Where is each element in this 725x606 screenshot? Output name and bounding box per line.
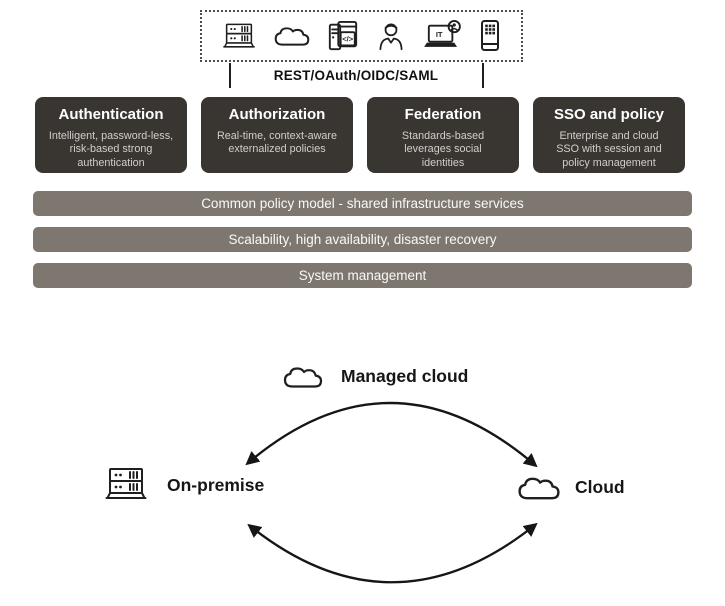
platform-bar-common-policy: Common policy model - shared infrastruct… bbox=[33, 191, 692, 216]
capability-title: Authentication bbox=[58, 106, 164, 123]
clients-panel: </> IT bbox=[200, 10, 523, 62]
it-laptop-icon: IT bbox=[424, 20, 462, 47]
capability-box-authorization: Authorization Real-time, context-aware e… bbox=[201, 97, 353, 173]
capability-description: Real-time, context-aware externalized po… bbox=[216, 129, 337, 156]
cloud-icon bbox=[274, 27, 309, 46]
managed-cloud-icon bbox=[283, 367, 323, 388]
cloud-label: Cloud bbox=[575, 477, 625, 497]
capability-box-authentication: Authentication Intelligent, password-les… bbox=[35, 97, 187, 173]
deployment-flow-arrows bbox=[245, 401, 538, 584]
capability-box-sso-policy: SSO and policy Enterprise and cloud SSO … bbox=[533, 97, 685, 173]
code-window-icon: </> bbox=[329, 20, 358, 51]
mobile-device-icon bbox=[480, 20, 499, 51]
capability-title: Federation bbox=[404, 106, 482, 123]
connector-line-right bbox=[482, 63, 484, 88]
arc-top-bidirectional bbox=[245, 401, 538, 468]
platform-bar-scalability: Scalability, high availability, disaster… bbox=[33, 227, 692, 252]
protocol-label: REST/OAuth/OIDC/SAML bbox=[273, 68, 439, 83]
capability-box-federation: Federation Standards-based leverages soc… bbox=[367, 97, 519, 173]
capability-title: SSO and policy bbox=[553, 106, 665, 123]
on-premise-server-icon bbox=[105, 468, 147, 499]
arc-bottom-bidirectional bbox=[247, 522, 538, 584]
it-glyph: IT bbox=[436, 30, 443, 39]
platform-bar-system-management: System management bbox=[33, 263, 692, 288]
on-premise-label: On-premise bbox=[167, 475, 265, 495]
connector-line-left bbox=[229, 63, 231, 88]
cloud-node-icon bbox=[518, 477, 560, 500]
capability-description: Intelligent, password-less, risk-based s… bbox=[48, 129, 174, 170]
capability-description: Standards-based leverages social identit… bbox=[401, 129, 485, 170]
managed-cloud-label: Managed cloud bbox=[341, 366, 469, 386]
server-icon bbox=[223, 23, 255, 48]
capability-title: Authorization bbox=[228, 106, 326, 123]
person-icon bbox=[379, 23, 403, 51]
capability-description: Enterprise and cloud SSO with session an… bbox=[556, 129, 662, 170]
capability-row: Authentication Intelligent, password-les… bbox=[35, 97, 685, 173]
code-glyph: </> bbox=[342, 35, 353, 44]
